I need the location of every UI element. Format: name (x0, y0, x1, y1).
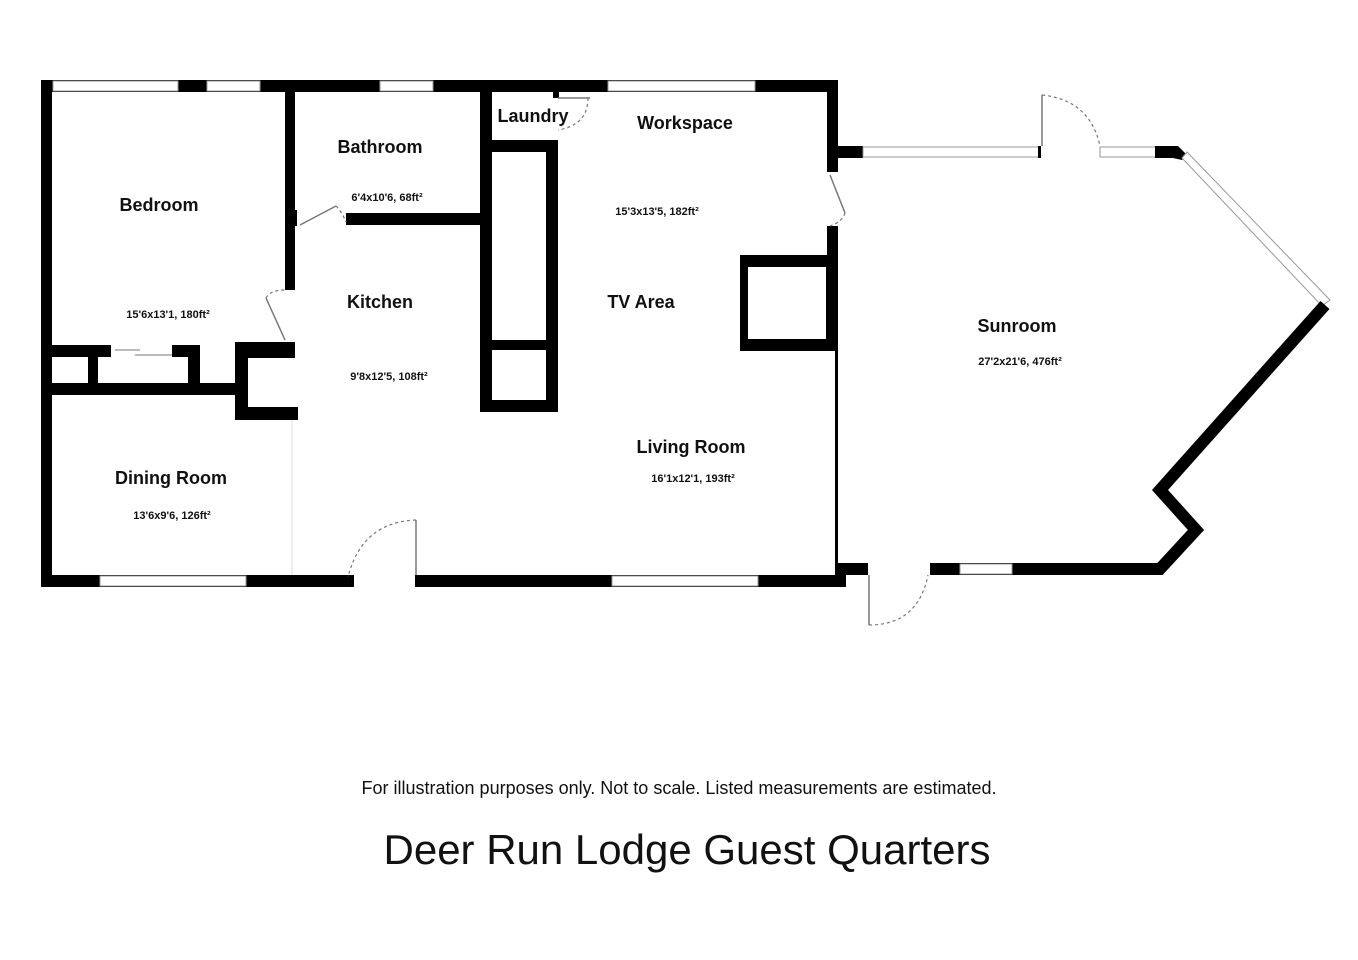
window (959, 563, 1013, 575)
window (1099, 146, 1158, 158)
room-dims-dining-room: 13'6x9'6, 126ft² (133, 510, 211, 522)
walls (41, 80, 1331, 587)
room-name-laundry: Laundry (497, 106, 568, 126)
room-labels: Bedroom 15'6x13'1, 180ft² Bathroom 6'4x1… (115, 106, 1062, 522)
room-dims-bathroom: 6'4x10'6, 68ft² (351, 192, 423, 204)
room-name-living-room: Living Room (637, 437, 746, 457)
window (862, 146, 1041, 158)
room-dims-workspace: 15'3x13'5, 182ft² (615, 206, 699, 218)
window (607, 80, 756, 92)
room-name-workspace: Workspace (637, 113, 733, 133)
room-dims-kitchen: 9'8x12'5, 108ft² (350, 371, 428, 383)
window (99, 575, 247, 587)
room-name-kitchen: Kitchen (347, 292, 413, 312)
window (206, 80, 261, 92)
window (52, 80, 179, 92)
window (379, 80, 434, 92)
room-name-dining-room: Dining Room (115, 468, 227, 488)
window (611, 575, 759, 587)
room-dims-sunroom: 27'2x21'6, 476ft² (978, 356, 1062, 368)
room-dims-living-room: 16'1x12'1, 193ft² (651, 473, 735, 485)
room-name-bathroom: Bathroom (338, 137, 423, 157)
plan-title: Deer Run Lodge Guest Quarters (383, 826, 991, 873)
room-name-bedroom: Bedroom (119, 195, 198, 215)
disclaimer: For illustration purposes only. Not to s… (361, 778, 997, 798)
room-name-sunroom: Sunroom (978, 316, 1057, 336)
doors (265, 94, 1101, 626)
room-name-tv-area: TV Area (607, 292, 675, 312)
room-dims-bedroom: 15'6x13'1, 180ft² (126, 309, 210, 321)
